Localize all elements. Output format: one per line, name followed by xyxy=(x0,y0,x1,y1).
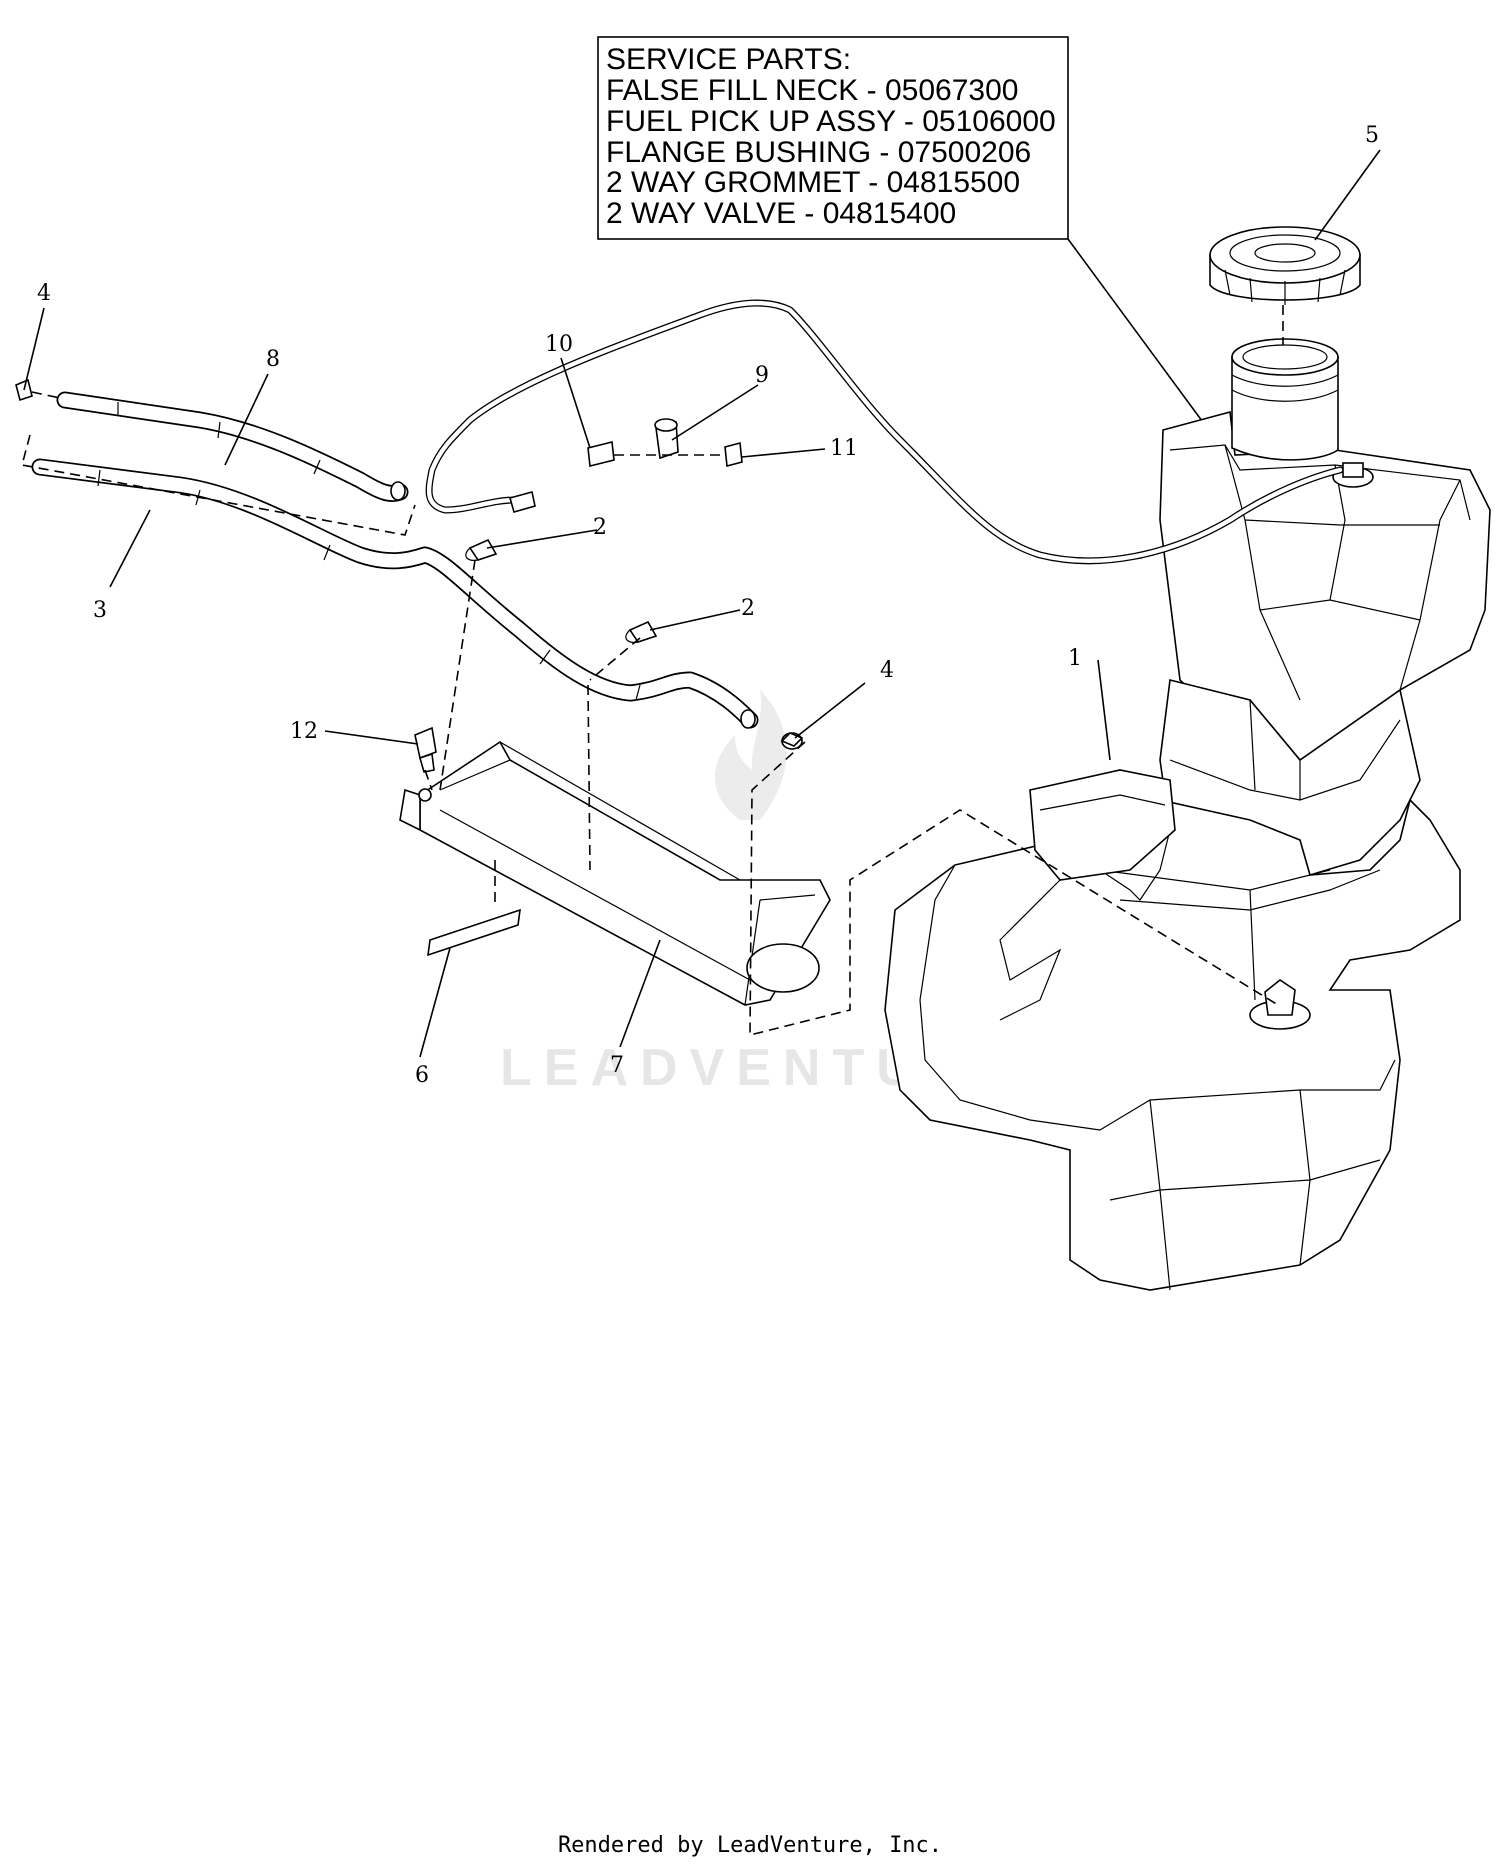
service-part-line: FUEL PICK UP ASSY - 05106000 xyxy=(606,105,1056,138)
callout-8: 8 xyxy=(266,347,280,372)
callout-7: 7 xyxy=(610,1053,624,1078)
service-box-leader xyxy=(1067,238,1206,426)
clamp-2-lower xyxy=(625,620,658,643)
service-parts-box: SERVICE PARTS: FALSE FILL NECK - 0506730… xyxy=(597,36,1069,240)
callout-4-top: 4 xyxy=(37,281,51,306)
grommet-9 xyxy=(654,418,679,460)
bracket-7 xyxy=(399,740,831,1006)
callout-labels: 1 2 2 3 4 4 5 6 7 8 9 10 11 12 xyxy=(37,123,1379,1088)
vent-tube xyxy=(425,299,1344,565)
callout-12: 12 xyxy=(290,719,318,744)
hose-3 xyxy=(31,458,759,729)
clamp-4-dash xyxy=(31,391,61,399)
clamp-2-upper xyxy=(465,538,498,561)
pad-6 xyxy=(427,908,521,957)
callout-6: 6 xyxy=(415,1063,429,1088)
service-parts-heading: SERVICE PARTS: xyxy=(606,43,851,76)
service-part-line: 2 WAY GROMMET - 04815500 xyxy=(606,166,1020,199)
fitting-12 xyxy=(414,726,437,773)
bushing-11 xyxy=(724,441,743,468)
callout-10: 10 xyxy=(545,332,573,357)
callout-2-upper: 2 xyxy=(593,515,607,540)
leader-lines xyxy=(23,149,1381,1058)
service-part-line: FALSE FILL NECK - 05067300 xyxy=(606,74,1018,107)
service-part-line: 2 WAY VALVE - 04815400 xyxy=(606,197,956,230)
fuel-cap xyxy=(1209,226,1361,305)
callout-2-lower: 2 xyxy=(741,596,755,621)
callout-5: 5 xyxy=(1365,123,1379,148)
watermark-flame-icon xyxy=(714,690,787,820)
callout-9: 9 xyxy=(755,363,769,388)
valve-10 xyxy=(587,441,615,467)
fuel-tank xyxy=(884,338,1491,1291)
service-part-line: FLANGE BUSHING - 07500206 xyxy=(606,136,1031,169)
callout-11: 11 xyxy=(830,436,858,461)
assembly-lines xyxy=(21,434,1279,1037)
hose-8 xyxy=(56,391,409,502)
callout-1: 1 xyxy=(1068,646,1082,671)
footer-credit: Rendered by LeadVenture, Inc. xyxy=(557,1833,943,1858)
callout-4-lower: 4 xyxy=(880,658,894,683)
callout-3: 3 xyxy=(93,598,107,623)
